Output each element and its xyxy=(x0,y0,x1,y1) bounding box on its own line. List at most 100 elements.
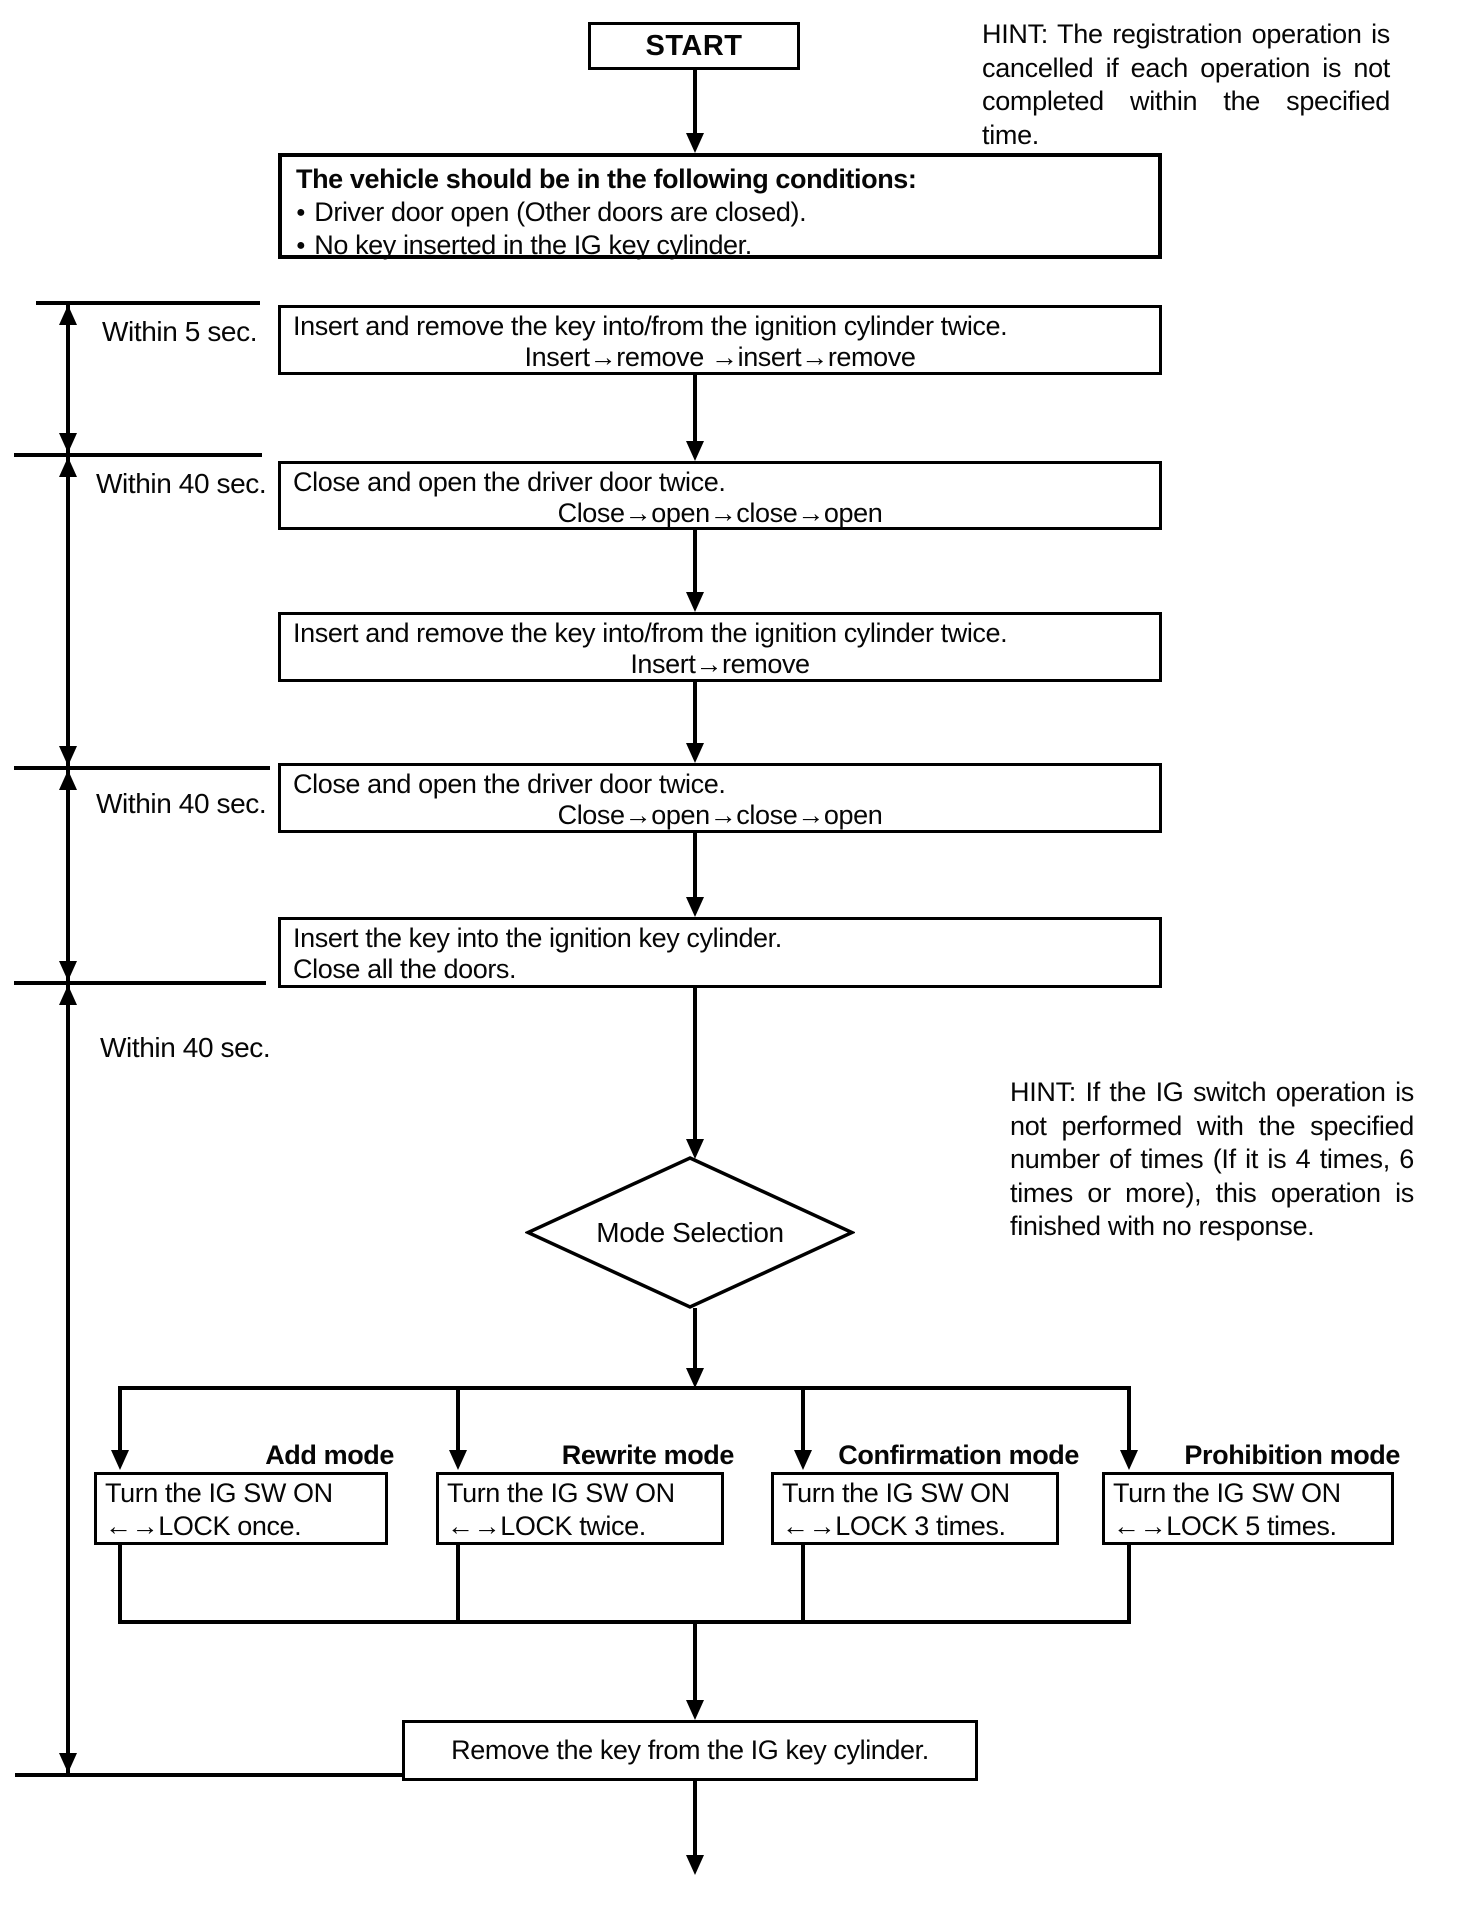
arrowhead-down-icon xyxy=(59,961,77,981)
mode-text: Turn the IG SW ON xyxy=(447,1478,675,1508)
mode-box-prohibition: Turn the IG SW ON ←→LOCK 5 times. xyxy=(1102,1472,1394,1545)
arrowhead-up-icon xyxy=(59,457,77,477)
hint-middle: HINT: If the IG switch operation is not … xyxy=(1010,1077,1414,1241)
connector-line xyxy=(693,1620,697,1702)
decision-node: Mode Selection xyxy=(525,1155,855,1310)
step-box-4: Close and open the driver door twice. Cl… xyxy=(278,763,1162,833)
arrowhead-down-icon xyxy=(686,1700,704,1720)
arrowhead-down-icon xyxy=(794,1450,812,1470)
connector-line xyxy=(693,68,697,134)
step-text: Insert and remove the key into/from the … xyxy=(293,618,1008,648)
arrowhead-up-icon xyxy=(59,305,77,325)
connector-line xyxy=(693,530,697,593)
connector-line xyxy=(693,375,697,443)
connector-line xyxy=(693,988,697,1140)
arrowhead-up-icon xyxy=(59,770,77,790)
mode-text: ←→LOCK twice. xyxy=(447,1511,646,1541)
conditions-title: The vehicle should be in the following c… xyxy=(296,164,917,194)
mode-text: ←→LOCK 5 times. xyxy=(1113,1511,1337,1541)
branch-line xyxy=(1127,1545,1131,1624)
arrowhead-down-icon xyxy=(686,1368,704,1388)
branch-line xyxy=(118,1386,122,1452)
step-box-1: Insert and remove the key into/from the … xyxy=(278,305,1162,375)
timer-label-4: Within 40 sec. xyxy=(100,1032,271,1063)
connector-line xyxy=(693,833,697,898)
arrowhead-down-icon xyxy=(449,1450,467,1470)
step-text: Close all the doors. xyxy=(293,954,517,984)
bullet-icon: ● xyxy=(296,204,306,221)
timer-tick xyxy=(14,766,270,770)
start-label: START xyxy=(645,29,743,62)
mode-box-add: Turn the IG SW ON ←→LOCK once. xyxy=(94,1472,388,1545)
timer-tick xyxy=(14,981,266,985)
arrowhead-down-icon xyxy=(111,1450,129,1470)
arrowhead-down-icon xyxy=(686,133,704,153)
arrowhead-down-icon xyxy=(686,441,704,461)
timer-label-3: Within 40 sec. xyxy=(96,788,267,819)
branch-line xyxy=(801,1545,805,1624)
branch-line xyxy=(456,1545,460,1624)
arrowhead-down-icon xyxy=(1120,1450,1138,1470)
mode-box-confirmation: Turn the IG SW ON ←→LOCK 3 times. xyxy=(771,1472,1059,1545)
distribution-line xyxy=(118,1386,1131,1390)
timer-label-2: Within 40 sec. xyxy=(96,468,267,499)
arrowhead-down-icon xyxy=(59,433,77,453)
remove-key-label: Remove the key from the IG key cylinder. xyxy=(451,1735,929,1765)
branch-line xyxy=(118,1545,122,1624)
condition-item: ● No key inserted in the IG key cylinder… xyxy=(296,229,1144,262)
step-sequence: Close→open→close→open xyxy=(557,498,883,528)
timer-bracket-line xyxy=(66,985,70,1773)
condition-text: Driver door open (Other doors are closed… xyxy=(314,197,807,227)
timer-bottom-line xyxy=(15,1773,402,1777)
timer-tick xyxy=(14,453,262,457)
mode-text: ←→LOCK once. xyxy=(105,1511,302,1541)
mode-box-rewrite: Turn the IG SW ON ←→LOCK twice. xyxy=(436,1472,724,1545)
collector-line xyxy=(118,1620,1131,1624)
decision-label: Mode Selection xyxy=(596,1216,784,1248)
arrowhead-down-icon xyxy=(686,897,704,917)
mode-text: ←→LOCK 3 times. xyxy=(782,1511,1006,1541)
step-text: Insert and remove the key into/from the … xyxy=(293,311,1008,341)
step-sequence: Insert→remove xyxy=(630,649,810,679)
start-node: START xyxy=(588,22,800,70)
mode-text: Turn the IG SW ON xyxy=(105,1478,333,1508)
step-sequence: Insert→remove →insert→remove xyxy=(524,342,916,372)
connector-line xyxy=(693,1781,697,1857)
step-box-5: Insert the key into the ignition key cyl… xyxy=(278,917,1162,988)
timer-bracket-line xyxy=(66,457,70,766)
step-text: Close and open the driver door twice. xyxy=(293,467,726,497)
conditions-box: The vehicle should be in the following c… xyxy=(278,153,1162,262)
arrowhead-up-icon xyxy=(59,985,77,1005)
mode-label-confirmation: Confirmation mode xyxy=(838,1440,1079,1470)
arrowhead-down-icon xyxy=(686,592,704,612)
remove-key-box: Remove the key from the IG key cylinder. xyxy=(402,1720,978,1781)
mode-text: Turn the IG SW ON xyxy=(782,1478,1010,1508)
arrowhead-down-icon xyxy=(686,1139,704,1159)
timer-bracket-line xyxy=(66,305,70,453)
step-box-2: Close and open the driver door twice. Cl… xyxy=(278,461,1162,530)
branch-line xyxy=(801,1386,805,1452)
connector-line xyxy=(693,1308,697,1370)
timer-bracket-line xyxy=(66,770,70,981)
hint-top: HINT: The registration operation is canc… xyxy=(982,19,1390,150)
step-text: Insert the key into the ignition key cyl… xyxy=(293,923,782,953)
timer-label-1: Within 5 sec. xyxy=(102,316,258,347)
arrowhead-down-icon xyxy=(59,1753,77,1773)
branch-line xyxy=(456,1386,460,1452)
step-text: Close and open the driver door twice. xyxy=(293,769,726,799)
condition-text: No key inserted in the IG key cylinder. xyxy=(314,230,752,260)
arrowhead-down-icon xyxy=(686,1855,704,1875)
arrowhead-down-icon xyxy=(59,746,77,766)
timer-tick xyxy=(36,301,260,305)
step-sequence: Close→open→close→open xyxy=(557,800,883,830)
diamond-shape-icon xyxy=(525,1156,855,1309)
step-box-3: Insert and remove the key into/from the … xyxy=(278,612,1162,682)
mode-label-add: Add mode xyxy=(265,1440,394,1470)
mode-text: Turn the IG SW ON xyxy=(1113,1478,1341,1508)
branch-line xyxy=(1127,1386,1131,1452)
mode-label-prohibition: Prohibition mode xyxy=(1184,1440,1400,1470)
connector-line xyxy=(693,682,697,744)
mode-label-rewrite: Rewrite mode xyxy=(561,1440,735,1470)
arrowhead-down-icon xyxy=(686,743,704,763)
